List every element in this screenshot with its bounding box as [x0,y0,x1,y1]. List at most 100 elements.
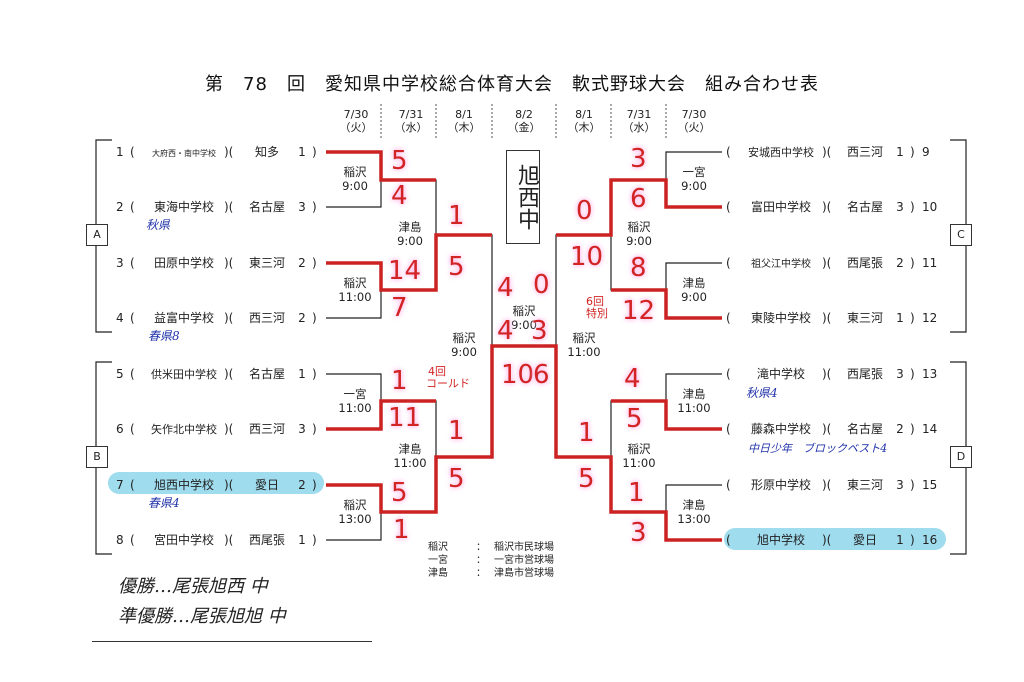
date-label: 7/31 [626,108,652,121]
legend-abbr: 稲沢 [428,542,448,553]
venue-legend: 稲沢：稲沢市民球場 一宮：一宮市営球場 津島：津島市営球場 [428,541,554,580]
score-sf-right-bottom: 6 [533,360,550,390]
school-name: 安城西中学校 [748,146,814,159]
venue-name: 津島 [398,442,422,456]
score-g1-team2: 4 [391,181,408,211]
region-name: 西尾張 [846,367,883,381]
region-name: 西尾張 [846,256,883,270]
venue-time: 11:00 [567,345,601,359]
score-g3-team5: 1 [391,366,408,396]
date-label: 7/31 [398,108,424,121]
legend-row: 一宮：一宮市営球場 [428,554,554,567]
day-label: （火） [677,121,711,134]
region-name: 名古屋 [846,422,883,436]
school-name: 田原中学校 [153,256,214,270]
score-sf-right-top: 0 [533,270,550,300]
team-number: 16 [922,533,938,547]
region-name: 名古屋 [248,367,285,381]
legend-sep: ： [476,568,486,579]
school-name: 東陵中学校 [750,311,811,325]
block-label-d: D [950,446,972,468]
score-qf4-top: 1 [578,418,595,448]
school-name: 宮田中学校 [153,533,214,547]
region-name: 名古屋 [248,200,285,214]
legend-row: 稲沢：稲沢市民球場 [428,541,554,554]
legend-abbr: 津島 [428,568,448,579]
venue-time: 9:00 [681,290,707,304]
venue-name: 稲沢 [343,276,367,290]
date-label: 8/2 [515,108,533,121]
legend-row: 津島：津島市営球場 [428,567,554,580]
day-label: （水） [394,121,428,134]
venue-name: 稲沢 [627,220,651,234]
school-name: 矢作北中学校 [151,423,217,436]
score-g6-team11: 8 [630,253,647,283]
school-name: 旭西中学校 [153,478,214,492]
score-g7-team13: 4 [624,364,641,394]
region-name: 東三河 [248,256,285,270]
score-final-left: 4 [497,316,514,346]
region-name: 西三河 [248,311,285,325]
note-qf3-innings: 6回 [586,295,604,308]
region-rank: 1 [896,533,904,547]
team-number: 14 [922,422,938,436]
score-g1-team1: 5 [391,146,408,176]
region-name: 東三河 [846,478,883,492]
date-header-right-sf: 8/1（木） [554,108,614,134]
venue-name: 津島 [682,276,706,290]
day-label: （金） [507,121,541,134]
venue-time: 11:00 [393,456,427,470]
venue-name: 稲沢 [343,165,367,179]
date-header-right-r2: 7/31（水） [609,108,669,134]
venue-time: 11:00 [622,456,656,470]
venue-time: 11:00 [338,401,372,415]
note-team2: 秋県 [146,218,171,232]
venue-time: 9:00 [451,345,477,359]
team-number: 7 [116,478,124,492]
team-number: 15 [922,478,938,492]
date-label: 7/30 [681,108,707,121]
date-label: 8/1 [455,108,473,121]
score-g5-team9: 3 [630,144,647,174]
region-rank: 3 [896,478,904,492]
team-number: 10 [922,200,938,214]
team-number: 8 [116,533,124,547]
venue-time: 9:00 [626,234,652,248]
venue-name: 一宮 [682,165,706,179]
region-rank: 2 [298,311,306,325]
team-number: 4 [116,311,124,325]
region-name: 愛日 [852,533,877,547]
score-qf2-top: 1 [448,416,465,446]
venue-name: 津島 [682,387,706,401]
team-16-highlight [724,528,946,550]
team-7-highlight [108,472,324,494]
score-qf3-top: 0 [576,196,593,226]
score-g2-team4: 7 [391,293,408,323]
venue-name: 稲沢 [572,331,596,345]
score-g3-team6: 11 [388,403,422,433]
team-number: 1 [116,145,124,159]
score-g2-team3: 14 [388,256,422,286]
date-label: 8/1 [575,108,593,121]
divider-line [92,641,372,642]
school-name: 供米田中学校 [151,368,217,381]
day-label: （火） [339,121,373,134]
date-header-final: 8/2（金） [494,108,554,134]
venue-name: 稲沢 [627,442,651,456]
region-name: 名古屋 [846,200,883,214]
region-rank: 2 [896,256,904,270]
